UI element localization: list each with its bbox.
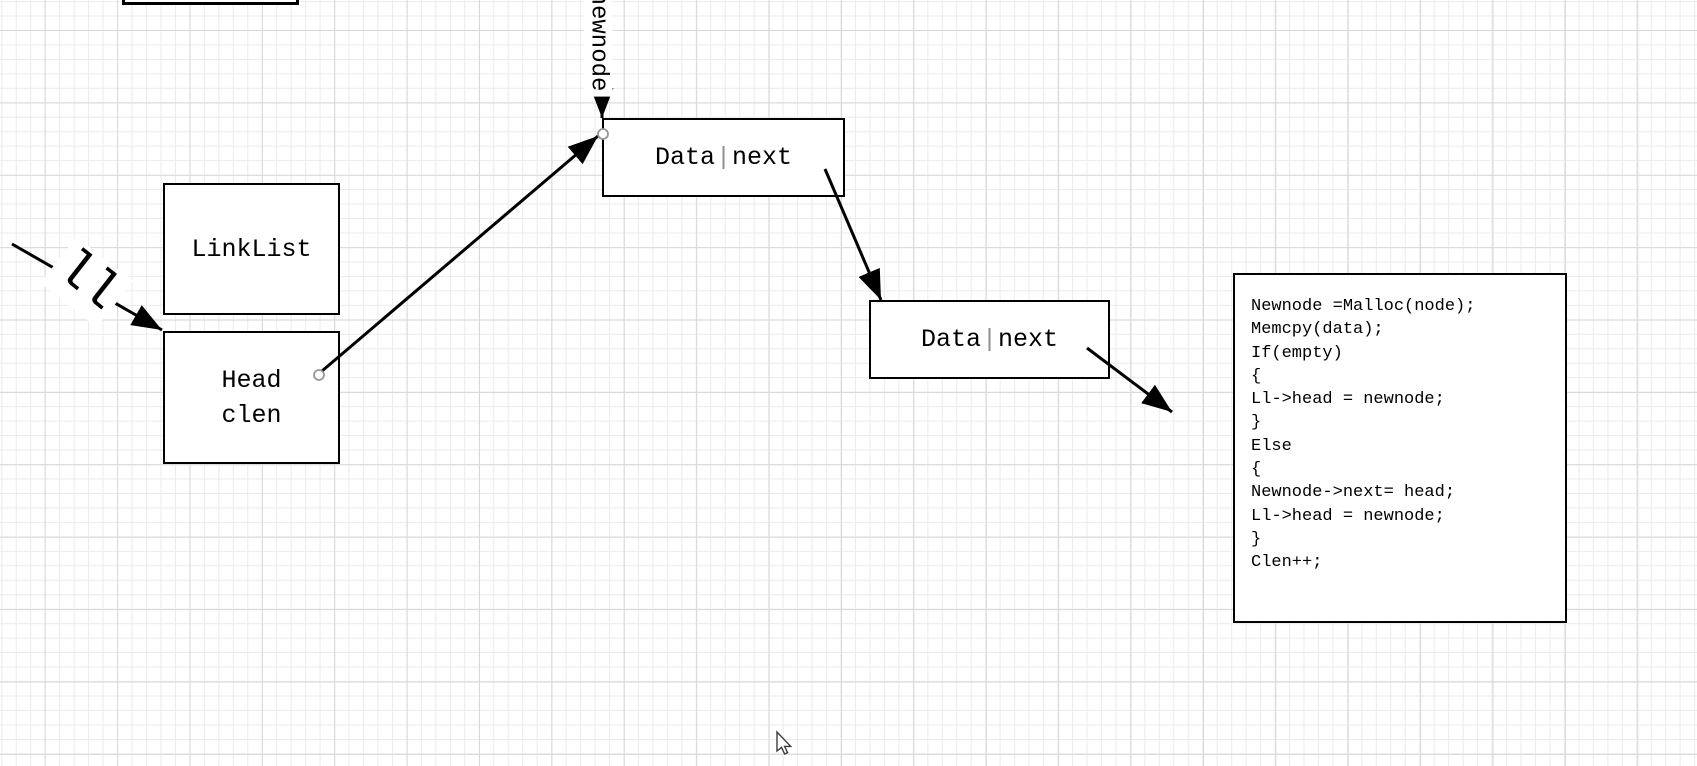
pipe-separator-1: | bbox=[715, 143, 731, 172]
clen-label: clen bbox=[221, 400, 282, 430]
edge-head-to-data1[interactable] bbox=[321, 134, 599, 373]
data-next-node-1-label: Data|next bbox=[655, 143, 792, 172]
next-label-1: next bbox=[732, 143, 793, 172]
data-next-node-1[interactable]: Data|next bbox=[602, 118, 845, 197]
data-next-node-2-label: Data|next bbox=[921, 325, 1058, 354]
next-label-2: next bbox=[998, 325, 1059, 354]
code-text: Newnode =Malloc(node); Memcpy(data); If(… bbox=[1251, 297, 1476, 573]
data-next-node-2[interactable]: Data|next bbox=[869, 300, 1110, 379]
mouse-cursor-icon bbox=[776, 730, 793, 755]
linklist-node-label: LinkList bbox=[191, 234, 312, 264]
code-node[interactable]: Newnode =Malloc(node); Memcpy(data); If(… bbox=[1233, 273, 1567, 623]
edge-label-newnode[interactable]: newnode bbox=[583, 0, 613, 97]
top-partial-node[interactable] bbox=[122, 0, 299, 5]
data-label-2: Data bbox=[920, 325, 981, 354]
linklist-node[interactable]: LinkList bbox=[163, 183, 340, 315]
data-label-1: Data bbox=[654, 143, 715, 172]
connection-point-data1[interactable] bbox=[597, 128, 609, 140]
edge-data1-to-data2[interactable] bbox=[823, 168, 883, 301]
edge-data2-out[interactable] bbox=[1086, 346, 1173, 414]
head-clen-node[interactable]: Head clen bbox=[163, 331, 340, 464]
head-clen-node-label: Head clen bbox=[221, 363, 281, 433]
connection-point-head[interactable] bbox=[313, 369, 325, 381]
head-label: Head bbox=[221, 365, 282, 395]
pipe-separator-2: | bbox=[981, 325, 997, 354]
